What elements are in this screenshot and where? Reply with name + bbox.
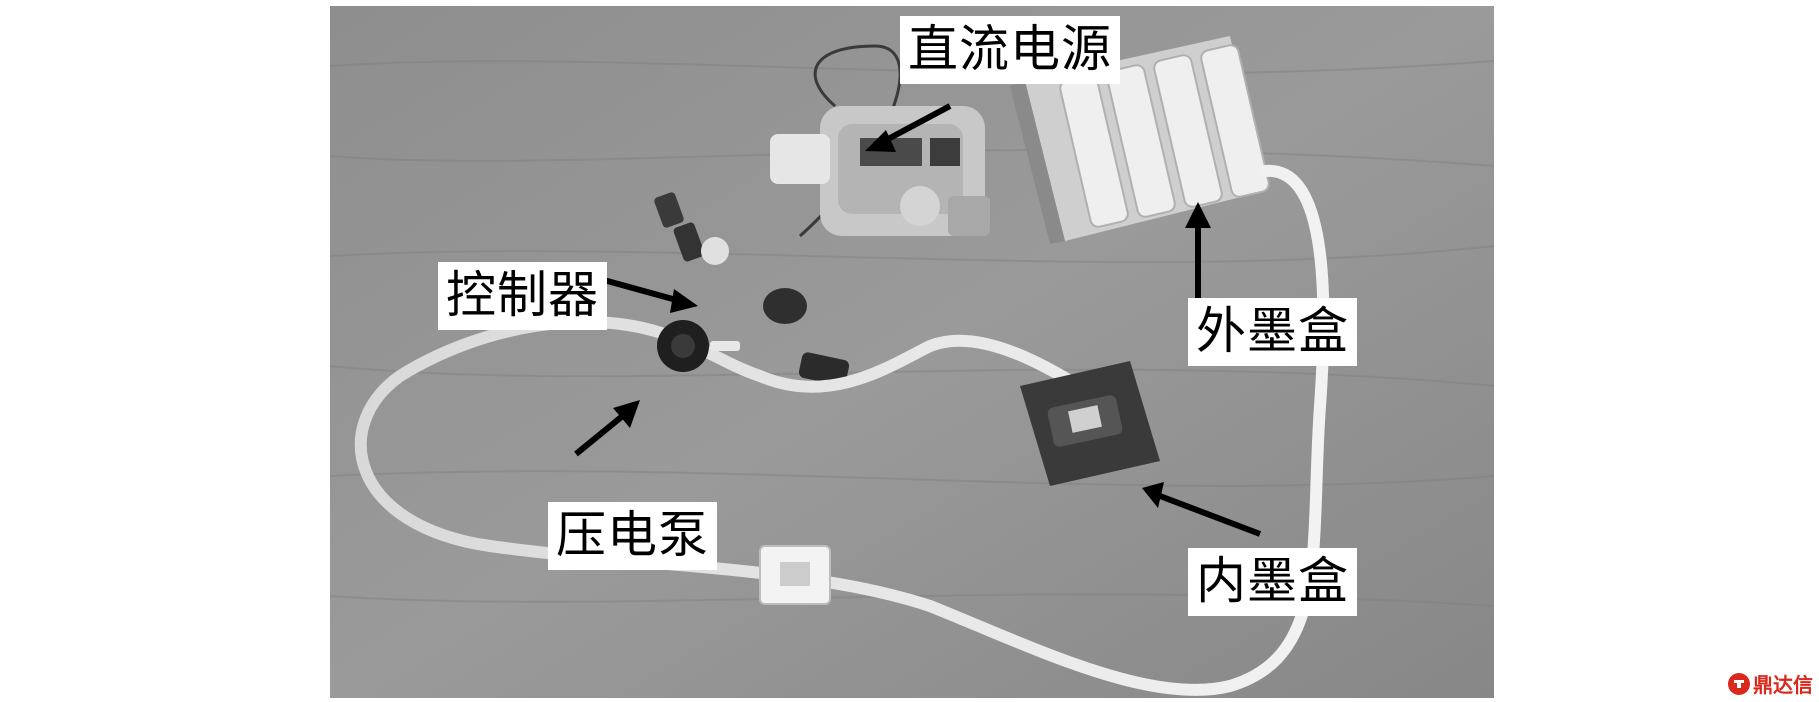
brand-logo-icon [1728,672,1750,695]
dc-power-supply [770,106,990,236]
arrowhead-controller [670,289,698,313]
watermark: 鼎达信 [1728,669,1813,698]
label-controller: 控制器 [438,262,607,330]
watermark-text: 鼎达信 [1753,673,1813,697]
outer-ink-cartridge [1010,36,1270,244]
arrowhead-pump [613,400,640,428]
arrowhead-inner [1142,482,1164,508]
arrow-pump [574,411,627,457]
arrowhead-outer [1185,202,1211,228]
label-inner-cartridge: 内墨盒 [1188,548,1357,616]
piezo-pump [657,320,740,372]
inner-ink-cartridge [1020,361,1160,486]
arrow-inner [1158,493,1262,537]
controller-components [654,192,850,386]
label-outer-cartridge: 外墨盒 [1188,298,1357,366]
label-piezo-pump: 压电泵 [548,502,717,570]
arrowhead-power [865,130,896,152]
tube-clip [759,545,831,605]
label-dc-power: 直流电源 [900,16,1120,84]
